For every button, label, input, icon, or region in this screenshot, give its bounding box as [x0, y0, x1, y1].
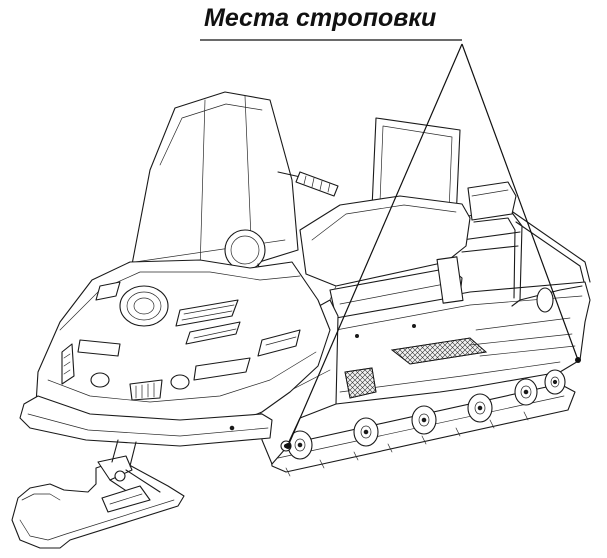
ski-strut: [111, 439, 137, 467]
lifting-point-front: [285, 443, 291, 449]
ski: [11, 455, 185, 549]
rear-cargo-tub: [329, 281, 591, 405]
front-cowl: [19, 259, 331, 447]
handlebar: [277, 171, 339, 197]
track-assembly: [269, 369, 576, 477]
bogie-wheels: [287, 369, 566, 460]
windshield: [129, 91, 299, 276]
rear-rack: [461, 209, 591, 313]
callout-label: Места строповки: [204, 4, 437, 32]
backrest: [371, 117, 517, 221]
callout-leaders: [287, 43, 579, 447]
seat: [299, 195, 471, 338]
lifting-point-rear: [575, 357, 581, 363]
